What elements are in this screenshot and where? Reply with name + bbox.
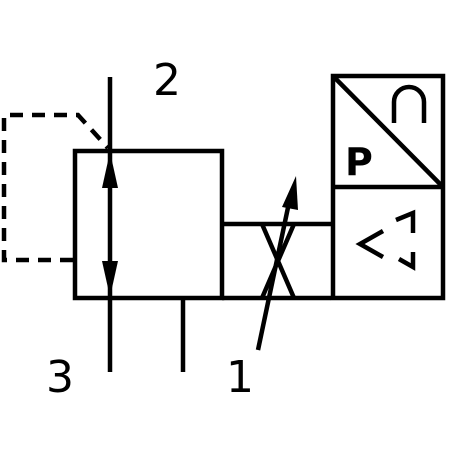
adjust-arrow-line xyxy=(255,197,293,351)
port-2-label: 2 xyxy=(153,55,181,106)
port-3-label: 3 xyxy=(46,352,74,403)
pressure-label: P xyxy=(345,140,373,184)
pilot-dashed-line xyxy=(1,112,110,263)
spring-box xyxy=(222,221,331,301)
electrical-arc-icon xyxy=(391,84,427,123)
triangle-symbol-icon xyxy=(355,209,416,271)
valve-envelope-left xyxy=(72,148,225,301)
adjust-arrow-head xyxy=(282,176,298,210)
flow-arrow-up xyxy=(102,152,118,188)
converter-diagonal xyxy=(331,74,445,189)
port-1-label: 1 xyxy=(226,352,254,403)
flow-arrow-down xyxy=(102,261,118,297)
